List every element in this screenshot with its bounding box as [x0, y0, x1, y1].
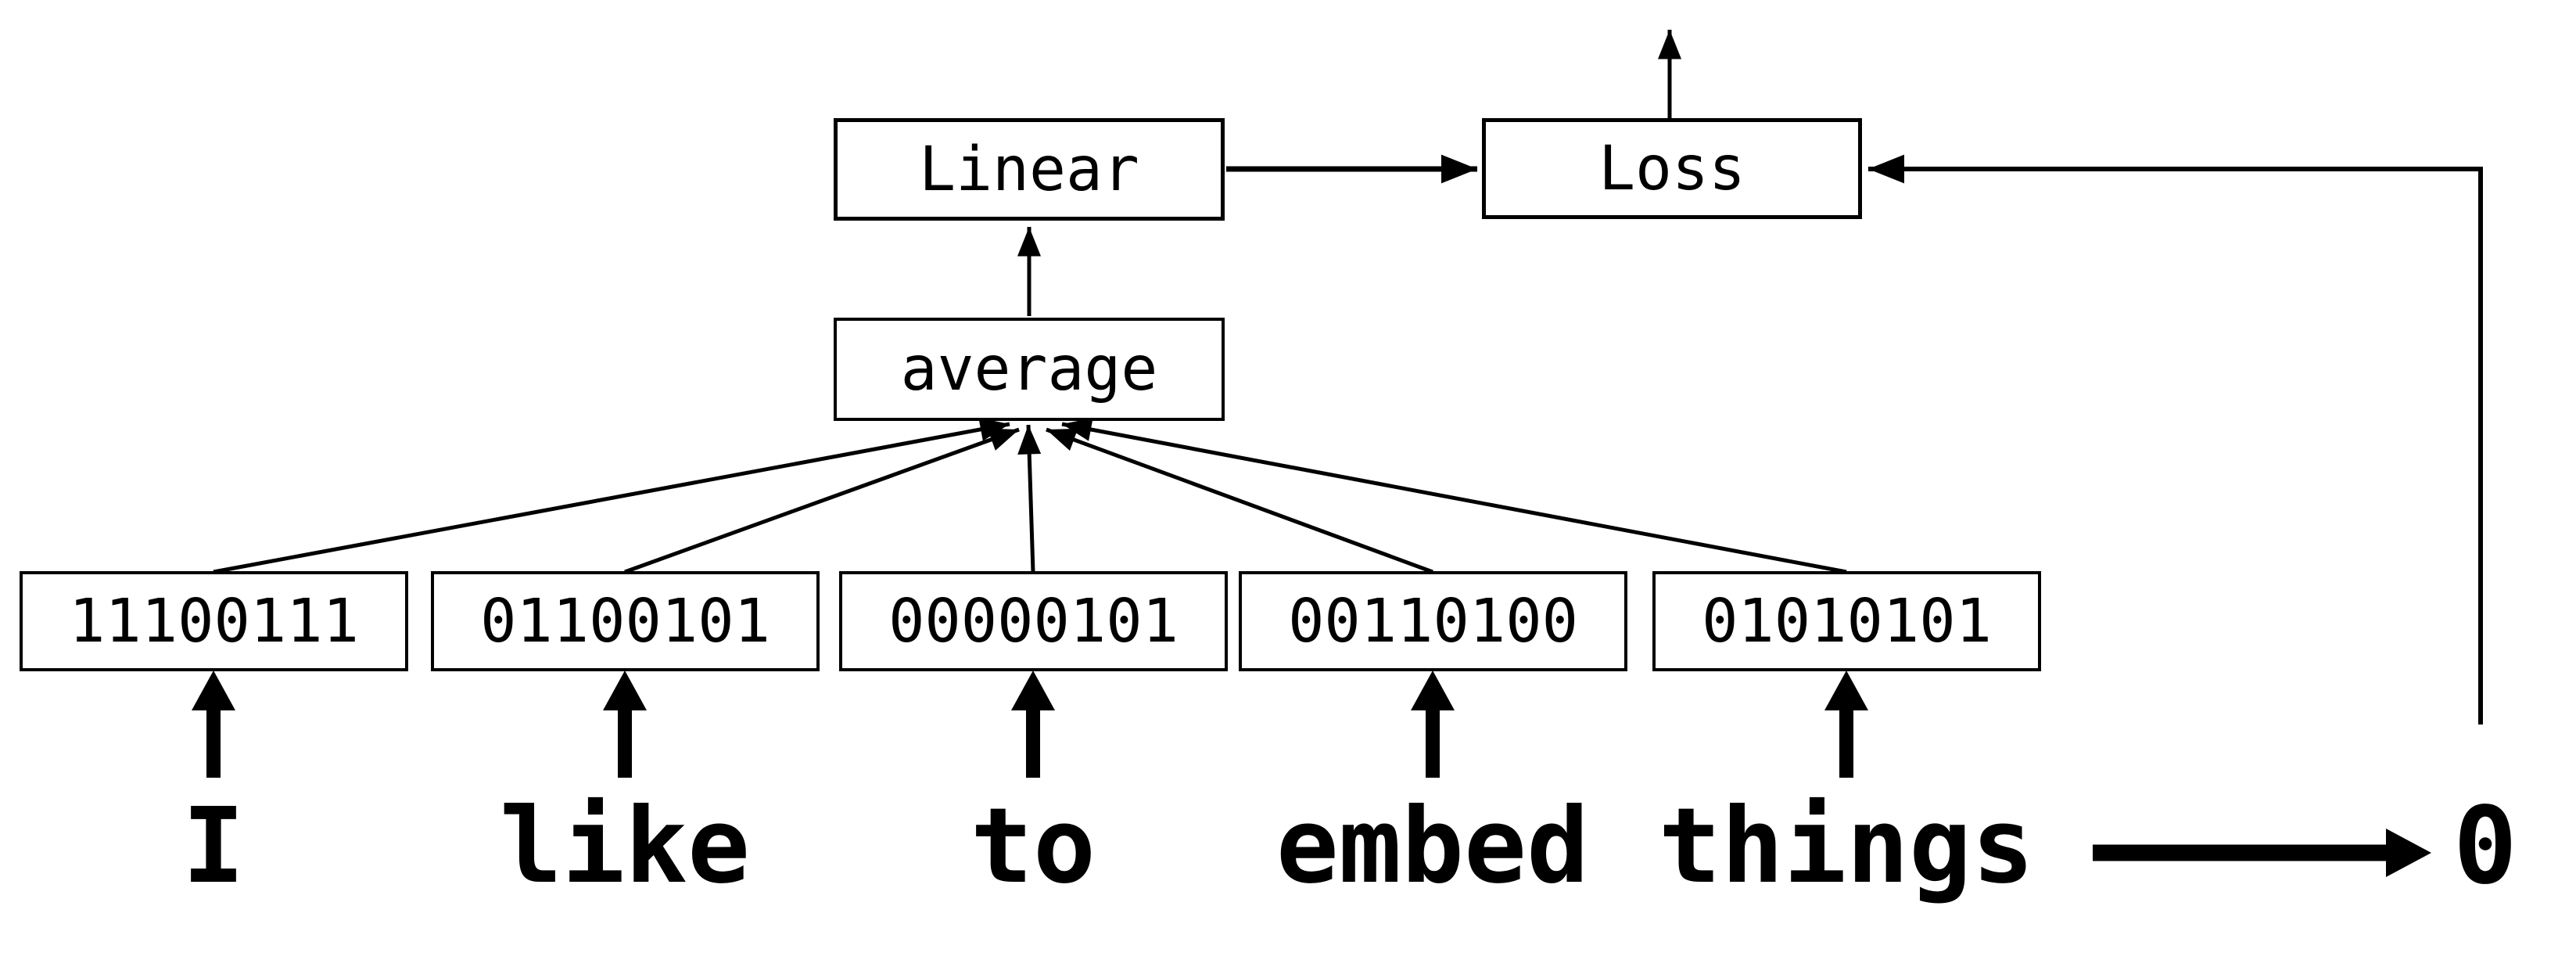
- input-word-3: to: [970, 786, 1096, 907]
- loss-box: Loss: [1482, 118, 1862, 219]
- target-value: 0: [2453, 785, 2517, 908]
- linear-label: Linear: [919, 134, 1139, 205]
- target-feedback-arrow: [1868, 154, 2483, 725]
- embedding-box-1: 11100111: [20, 571, 408, 671]
- embedding-code: 00110100: [1288, 586, 1578, 656]
- embedding-box-4: 00110100: [1239, 571, 1627, 671]
- things-to-target-arrow: [2093, 829, 2431, 877]
- input-word-4: embed: [1275, 786, 1590, 907]
- word-to-embedding-arrows: [192, 671, 1868, 778]
- embedding-to-average-lines: [213, 418, 1847, 574]
- embedding-code: 00000101: [888, 586, 1179, 656]
- input-word-2: like: [499, 786, 751, 907]
- input-word-5: things: [1658, 786, 2035, 907]
- average-box: average: [834, 318, 1225, 421]
- loss-label: Loss: [1598, 133, 1745, 204]
- input-word-1: I: [181, 786, 246, 907]
- embedding-box-3: 00000101: [839, 571, 1228, 671]
- linear-box: Linear: [834, 118, 1225, 221]
- average-label: average: [900, 334, 1158, 405]
- embedding-code: 01010101: [1702, 586, 1992, 656]
- embedding-code: 11100111: [69, 586, 359, 656]
- embedding-box-2: 01100101: [431, 571, 820, 671]
- embedding-code: 01100101: [480, 586, 770, 656]
- embedding-box-5: 01010101: [1652, 571, 2041, 671]
